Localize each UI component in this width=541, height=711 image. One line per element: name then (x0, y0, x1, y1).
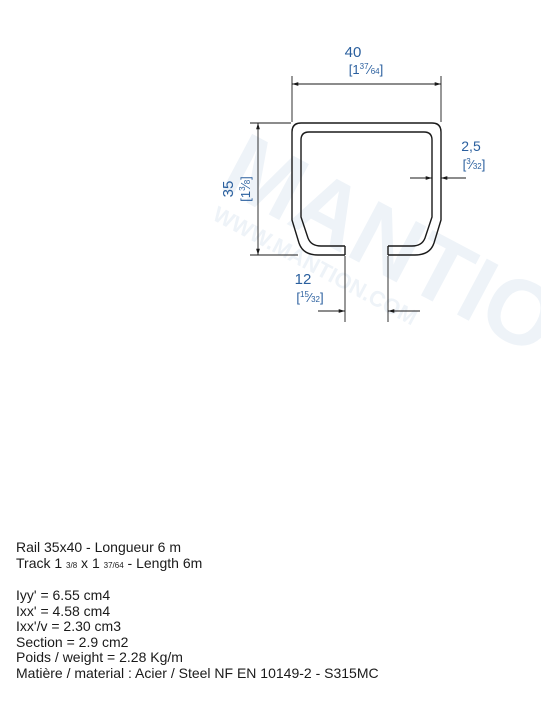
profile-outer-edge (291, 122, 442, 256)
opening-label: 12 [15⁄32] (295, 271, 324, 305)
spec-iyy: Iyy' = 6.55 cm4 (16, 587, 111, 603)
height-mm: 35 (220, 181, 237, 198)
spec-weight: Poids / weight = 2.28 Kg/m (16, 649, 183, 665)
dimension-lines (250, 76, 466, 322)
spec-section: Section = 2.9 cm2 (16, 633, 129, 650)
width-inch: [137⁄64] (349, 62, 383, 77)
height-inch: [13⁄8] (238, 176, 253, 202)
spec-track: Track 1 3/8 x 1 37/64 - Length 6m (16, 554, 203, 571)
spec-title: Rail 35x40 - Longueur 6 m (16, 539, 181, 555)
spec-ixxv: Ixx'/v = 2.30 cm3 (16, 618, 121, 634)
thickness-label: 2,5 [3⁄32] (461, 138, 485, 172)
thickness-inch: [3⁄32] (463, 157, 486, 172)
width-label: 40 [137⁄64] (345, 44, 384, 77)
width-mm: 40 (345, 44, 362, 61)
spec-ixx: Ixx' = 4.58 cm4 (16, 602, 111, 619)
rail-profile (291, 122, 442, 256)
spec-block: Rail 35x40 - Longueur 6 m Track 1 3/8 x … (16, 539, 379, 681)
opening-inch: [15⁄32] (296, 290, 323, 305)
height-label: 35 [13⁄8] (220, 176, 253, 202)
profile-inner-edge (300, 131, 433, 247)
opening-mm: 12 (295, 271, 312, 288)
spec-material: Matière / material : Acier / Steel NF EN… (16, 664, 379, 681)
thickness-mm: 2,5 (461, 138, 481, 154)
